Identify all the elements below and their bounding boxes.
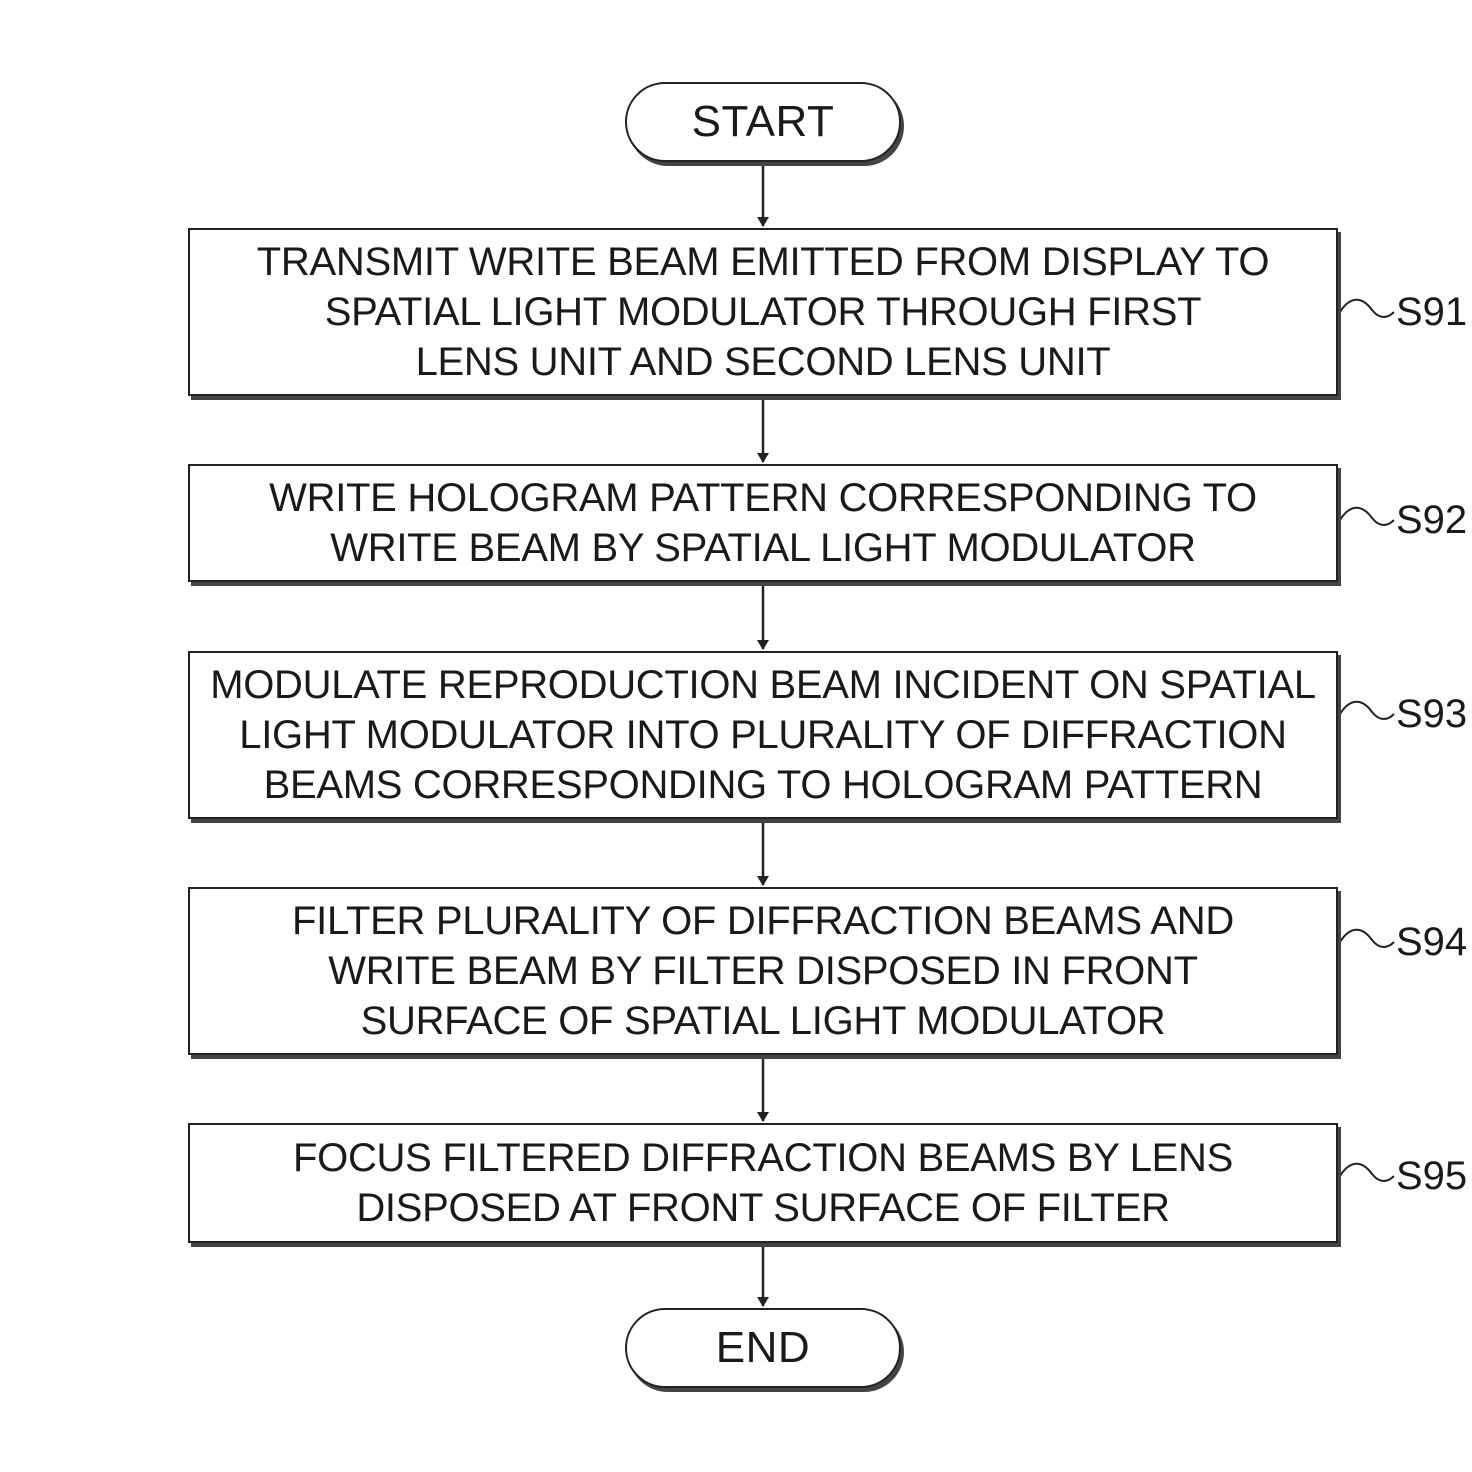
start-label: START: [691, 97, 835, 146]
step-label-s92: S92: [1396, 498, 1468, 542]
step-text-s95: FOCUS FILTERED DIFFRACTION BEAMS BY LENS…: [293, 1136, 1233, 1230]
leader-s92: [1339, 506, 1395, 526]
step-label-s93: S93: [1396, 692, 1468, 736]
step-box-s93: MODULATE REPRODUCTION BEAM INCIDENT ON S…: [188, 651, 1338, 819]
step-box-s95: FOCUS FILTERED DIFFRACTION BEAMS BY LENS…: [188, 1123, 1338, 1243]
leader-s95: [1339, 1162, 1395, 1182]
step-text-s93: MODULATE REPRODUCTION BEAM INCIDENT ON S…: [210, 663, 1316, 807]
end-label: END: [715, 1323, 811, 1372]
step-text-s92: WRITE HOLOGRAM PATTERN CORRESPONDING TO …: [269, 476, 1257, 570]
end-terminal: END: [625, 1308, 901, 1388]
step-label-s94: S94: [1396, 920, 1468, 964]
step-text-s91: TRANSMIT WRITE BEAM EMITTED FROM DISPLAY…: [256, 240, 1270, 384]
step-box-s91: TRANSMIT WRITE BEAM EMITTED FROM DISPLAY…: [188, 228, 1338, 396]
step-label-s95: S95: [1396, 1154, 1468, 1198]
leader-s94: [1339, 928, 1395, 948]
start-terminal: START: [625, 82, 901, 162]
step-box-s94: FILTER PLURALITY OF DIFFRACTION BEAMS AN…: [188, 887, 1338, 1055]
step-box-s92: WRITE HOLOGRAM PATTERN CORRESPONDING TO …: [188, 464, 1338, 582]
step-text-s94: FILTER PLURALITY OF DIFFRACTION BEAMS AN…: [292, 899, 1234, 1043]
leader-s91: [1339, 298, 1395, 318]
leader-s93: [1339, 700, 1395, 720]
step-label-s91: S91: [1396, 290, 1468, 334]
